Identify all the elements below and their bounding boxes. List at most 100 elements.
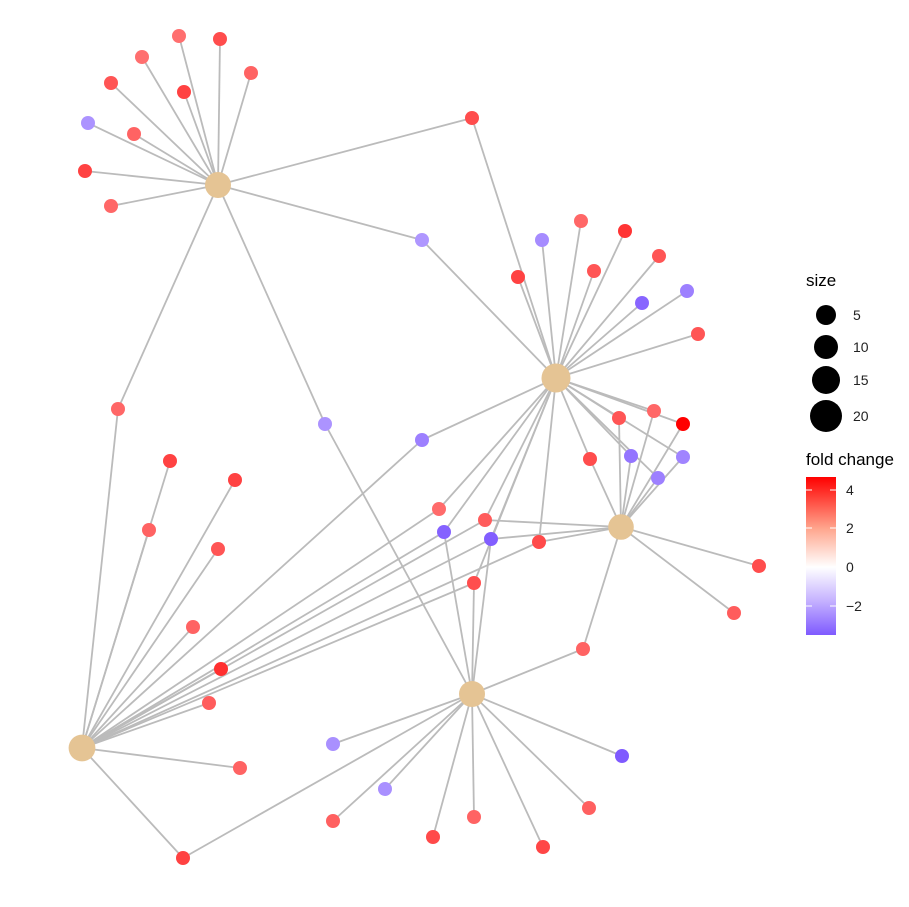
edge-g25-C4 [620,410,655,528]
gene-node-g33 [437,525,451,539]
edge-g07-C1 [87,122,219,186]
gene-node-g25 [647,404,661,418]
gene-node-g31 [415,433,429,447]
gene-node-g30 [676,450,690,464]
gene-node-g29 [651,471,665,485]
edge-g37-C2 [473,377,557,584]
gene-node-g52 [326,814,340,828]
gene-node-g16 [574,214,588,228]
edge-g37-C5 [471,582,475,695]
gene-node-g46 [176,851,190,865]
edge-g14-C1 [217,184,326,425]
gene-node-g32 [432,502,446,516]
gene-node-g18 [652,249,666,263]
gene-node-g54 [467,810,481,824]
gene-node-g20 [511,270,525,284]
gene-node-g41 [211,542,225,556]
gene-node-g37 [467,576,481,590]
gene-node-g24 [612,411,626,425]
edge-g37-C3 [81,582,475,749]
gene-node-g42 [186,620,200,634]
gene-node-g56 [582,801,596,815]
edge-g48-C4 [620,526,735,614]
gene-node-g39 [228,473,242,487]
edge-g01-C1 [110,82,219,186]
edge-g13-C3 [81,408,119,749]
gene-node-g02 [135,50,149,64]
color-legend-label-neg2: −2 [846,598,862,614]
gene-node-g43 [214,662,228,676]
edge-g34-C4 [484,519,622,528]
color-legend-label-0: 0 [846,559,854,575]
edge-g35-C4 [490,526,622,540]
edge-g08-C1 [133,133,219,186]
edge-g39-C3 [81,479,236,749]
gene-node-g57 [615,749,629,763]
size-legend-dot-20 [810,400,842,432]
edge-g03-C1 [178,35,219,186]
gene-node-g09 [78,164,92,178]
color-legend-title: fold change [806,450,894,469]
gene-node-g08 [127,127,141,141]
edge-g10-C1 [110,184,219,207]
edge-g43-C3 [81,668,222,749]
gene-node-g28 [624,449,638,463]
gene-node-g35 [484,532,498,546]
edge-g55-C5 [471,693,544,848]
gene-node-g12 [415,233,429,247]
edge-g35-C3 [81,538,492,749]
edge-g52-C5 [332,693,473,822]
edge-g22-C2 [555,290,688,379]
gene-node-g40 [142,523,156,537]
gene-node-g48 [727,606,741,620]
size-legend-title: size [806,271,836,290]
edge-g57-C5 [471,693,623,757]
edge-g06-C1 [217,72,252,186]
gene-node-g34 [478,513,492,527]
edge-g21-C2 [555,302,643,379]
gene-node-g10 [104,199,118,213]
gene-node-g23 [691,327,705,341]
gene-node-g53 [426,830,440,844]
edge-g33-C3 [81,531,445,749]
edge-g18-C2 [555,255,660,379]
edge-g29-C2 [555,377,659,479]
size-legend-label-10: 10 [853,339,869,355]
edge-g49-C5 [471,648,584,695]
gene-node-g01 [104,76,118,90]
edge-g53-C5 [432,693,473,838]
category-node-c1 [205,172,231,198]
gene-node-g45 [233,761,247,775]
gene-node-g22 [680,284,694,298]
edge-g15-C2 [541,239,557,379]
edge-g36-C2 [538,377,557,543]
edge-g23-C2 [555,333,699,379]
edge-g51-C5 [384,693,473,790]
category-node-c3 [68,734,96,762]
edge-g17-C2 [555,230,626,379]
edge-g11-C2 [471,117,557,379]
gene-node-g03 [172,29,186,43]
edge-g33-C2 [443,377,557,533]
gene-node-g38 [163,454,177,468]
gene-node-g50 [326,737,340,751]
edge-g04-C1 [217,38,221,186]
size-legend: size 5 10 15 20 [806,271,869,432]
edges [81,35,760,859]
edge-g32-C3 [81,508,440,749]
size-legend-dot-5 [816,305,836,325]
edge-g34-C2 [484,377,557,521]
edge-g12-C2 [421,239,557,379]
category-node-c5 [459,681,485,707]
edge-g09-C1 [84,170,219,186]
gene-node-g07 [81,116,95,130]
gene-node-g27 [583,452,597,466]
edge-g30-C4 [620,456,684,528]
gene-node-g04 [213,32,227,46]
edge-g33-C5 [443,531,473,695]
edge-g31-C2 [421,377,557,441]
color-legend-label-2: 2 [846,520,854,536]
color-legend-label-4: 4 [846,482,854,498]
gene-node-g51 [378,782,392,796]
